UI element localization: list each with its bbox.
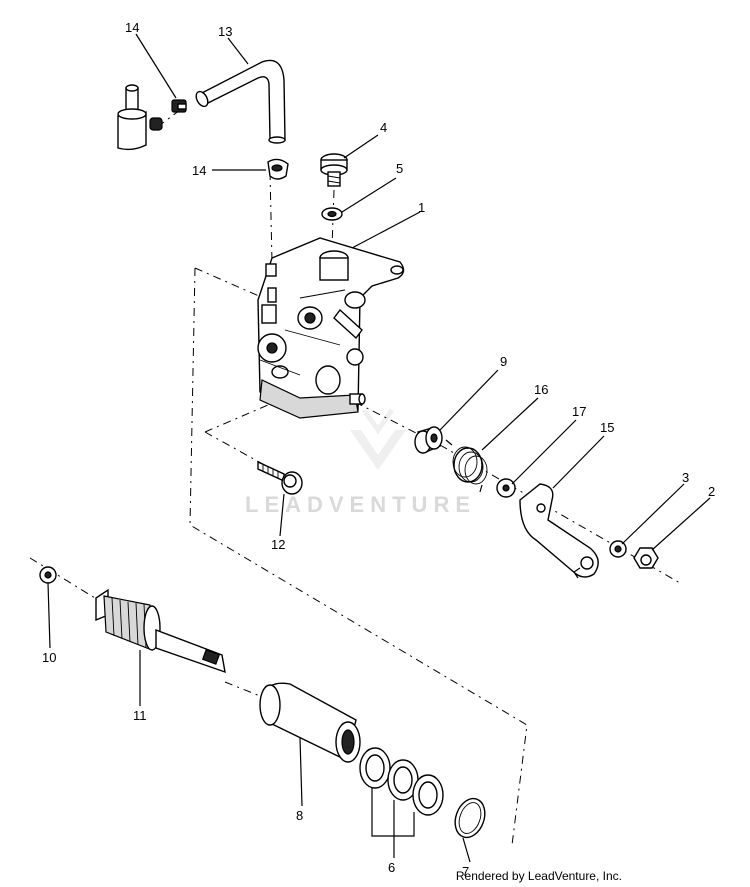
washer-part-3 (609, 540, 627, 558)
hose-part-13 (195, 59, 286, 144)
collar-part-9 (414, 426, 443, 454)
watermark-text: LEADVENTURE (245, 492, 476, 517)
callout-15: 15 (600, 420, 614, 435)
callout-4: 4 (380, 120, 387, 135)
pump-shaft (349, 393, 366, 405)
lever-part-15 (519, 483, 599, 579)
clamp-part-14-top (171, 99, 187, 113)
clamp-part-14-mid (267, 158, 289, 180)
callout-14-top: 14 (125, 20, 139, 35)
fitting-top-left (117, 84, 163, 151)
callout-10: 10 (42, 650, 56, 665)
callout-16: 16 (534, 382, 548, 397)
callout-1: 1 (418, 200, 425, 215)
washer-part-17 (496, 478, 516, 498)
screw-part-4 (320, 153, 348, 187)
callout-5: 5 (396, 161, 403, 176)
callout-2: 2 (708, 484, 715, 499)
washer-part-5 (321, 207, 343, 221)
callout-9: 9 (500, 354, 507, 369)
leader-lines (47, 33, 711, 863)
watermark-logo (350, 408, 406, 470)
sleeve-part-8 (259, 682, 361, 763)
callout-11: 11 (133, 708, 147, 723)
washers-part-6 (359, 747, 444, 816)
callout-14-mid: 14 (192, 163, 206, 178)
callout-labels: 14 13 4 14 5 1 9 16 17 15 3 2 12 10 11 8… (42, 20, 715, 879)
callout-6: 6 (388, 860, 395, 875)
callout-7: 7 (462, 864, 469, 879)
callout-12: 12 (271, 537, 285, 552)
nut-part-2 (633, 547, 659, 569)
washer-part-10 (39, 566, 57, 584)
callout-17: 17 (572, 404, 586, 419)
bolt-part-12 (257, 460, 303, 495)
spring-part-16 (445, 439, 488, 493)
gear-shaft-part-11 (95, 588, 226, 674)
callout-13: 13 (218, 24, 232, 39)
render-credit: Rendered by LeadVenture, Inc. (455, 869, 622, 883)
callout-3: 3 (682, 470, 689, 485)
callout-8: 8 (296, 808, 303, 823)
oil-pump-body-part-1 (257, 237, 405, 419)
o-ring-part-7 (454, 797, 486, 839)
